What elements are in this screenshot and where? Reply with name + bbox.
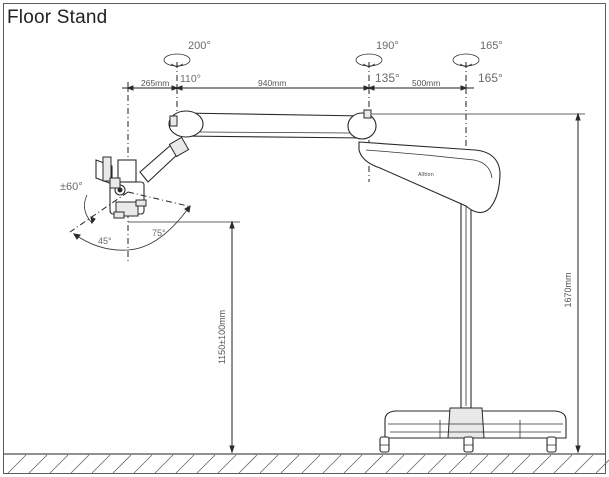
floor-hatch-line bbox=[595, 459, 609, 474]
floor-hatch-line bbox=[385, 454, 405, 474]
page-title: Floor Stand bbox=[7, 7, 108, 28]
floor-hatch-line bbox=[364, 454, 384, 474]
angle-label-arm1-alt: 110° bbox=[180, 73, 201, 85]
angle-label-column-alt: 165° bbox=[478, 71, 503, 85]
rotation-symbol-column bbox=[452, 53, 480, 68]
floor-hatching bbox=[7, 454, 609, 474]
floor-hatch-line bbox=[196, 454, 216, 474]
floor-hatch-line bbox=[175, 454, 195, 474]
angle-label-head-swing-a: 45° bbox=[98, 236, 112, 246]
floor-hatch-line bbox=[70, 454, 90, 474]
dim-label-arm2: 500mm bbox=[412, 78, 440, 88]
floor-hatch-line bbox=[133, 454, 153, 474]
floor-hatch-line bbox=[28, 454, 48, 474]
floor-hatch-line bbox=[280, 454, 300, 474]
floor-hatch-line bbox=[574, 454, 594, 474]
tilt-indicators bbox=[69, 191, 191, 251]
dim-label-working-height: 1150±100mm bbox=[217, 310, 227, 364]
floor-hatch-line bbox=[91, 454, 111, 474]
stand-column bbox=[460, 195, 472, 409]
rotation-symbol-arm1 bbox=[163, 53, 191, 68]
floor-hatch-line bbox=[469, 454, 489, 474]
carrier-arm bbox=[168, 109, 377, 140]
floor-hatch-line bbox=[511, 454, 531, 474]
floor-hatch-line bbox=[427, 454, 447, 474]
floor-hatch-line bbox=[532, 454, 552, 474]
floor-hatch-line bbox=[154, 454, 174, 474]
floor-hatch-line bbox=[301, 454, 321, 474]
svg-text:Alltion: Alltion bbox=[418, 172, 434, 178]
floor-hatch-line bbox=[322, 454, 342, 474]
floor-hatch-line bbox=[490, 454, 510, 474]
floor-hatch-line bbox=[238, 454, 258, 474]
angle-label-arm2-alt: 135° bbox=[375, 71, 400, 85]
floor-hatch-line bbox=[259, 454, 279, 474]
stand-base bbox=[384, 407, 567, 439]
diagram-border bbox=[3, 3, 606, 474]
horizontal-dimension bbox=[122, 84, 474, 92]
angle-label-head-tilt: ±60° bbox=[60, 181, 83, 193]
microscope-head bbox=[95, 156, 147, 219]
floor-hatch-line bbox=[553, 454, 573, 474]
floor bbox=[4, 453, 609, 474]
angle-label-arm2: 190° bbox=[376, 40, 399, 52]
dim-label-column-height: 1670mm bbox=[563, 272, 573, 307]
angle-label-arm1: 200° bbox=[188, 40, 211, 52]
dim-label-offset: 265mm bbox=[141, 78, 169, 88]
floor-hatch-line bbox=[49, 454, 69, 474]
floor-hatch-line bbox=[7, 454, 27, 474]
dim-label-arm1: 940mm bbox=[258, 78, 286, 88]
floor-hatch-line bbox=[406, 454, 426, 474]
floor-hatch-line bbox=[112, 454, 132, 474]
spring-arm: Alltion bbox=[358, 141, 501, 214]
floor-hatch-line bbox=[448, 454, 468, 474]
column-height-dimension bbox=[372, 112, 585, 454]
link-arm bbox=[139, 136, 190, 183]
angle-label-column: 165° bbox=[480, 40, 503, 52]
floor-hatch-line bbox=[343, 454, 363, 474]
floor-hatch-line bbox=[217, 454, 237, 474]
angle-label-head-swing-b: 75° bbox=[152, 228, 166, 238]
working-height-dimension bbox=[128, 220, 240, 454]
stand-wheels bbox=[379, 436, 557, 453]
rotation-symbol-arm2 bbox=[355, 53, 383, 68]
